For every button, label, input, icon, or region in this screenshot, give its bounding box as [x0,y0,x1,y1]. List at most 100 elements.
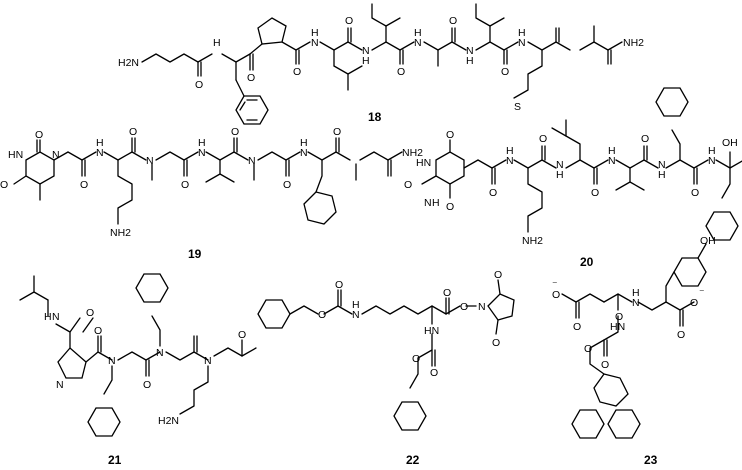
atom-label: H [506,145,514,157]
fluorene-ring [571,409,605,439]
atom-label: O [247,72,255,84]
atom-label: N [108,355,116,367]
atom-label: O [591,187,599,199]
benzene-ring [235,95,269,125]
atom-label: N [556,159,564,171]
barbiturate-ring [435,151,465,185]
atom-label: N [198,147,206,159]
benzene-ring [87,407,121,437]
atom-label: O [539,133,547,145]
atom-label: H [608,145,616,157]
atom-label: O [494,269,502,281]
atom-label: N [311,37,319,49]
atom-label: N [352,309,360,321]
atom-label: NH2 [402,147,423,159]
atom-label: O [143,379,151,391]
atom-label: H [414,27,422,39]
atom-label: O [86,307,94,319]
atom-label: O [615,311,623,323]
atom-label: N [96,147,104,159]
benzene-ring [257,299,291,329]
benzene-ring [655,87,689,117]
atom-label: O [641,133,649,145]
atom-label: HN [424,325,439,337]
atom-label: O [129,126,137,138]
succinimide-ring [487,293,515,321]
atom-label: O [345,15,353,27]
atom-label: O [601,359,609,371]
pyrimidine-ring [25,151,55,185]
atom-label: H [432,197,440,209]
compound-23: OH O ⁻ O H N O O ⁻ O HN O O 23 [552,235,716,467]
atom-label: N [362,45,370,57]
atom-label: N [708,155,716,167]
compound-18: H2N H O O O N H H N O O N H O H N O N H … [118,3,644,125]
compound-label: 22 [406,453,420,467]
atom-label: O [449,15,457,27]
atom-label: N [52,311,60,323]
cyclopentane-ring [257,17,287,45]
atom-label: O [397,66,405,78]
compound-19: O HN N O O H N O N O H N O N O H N NH2 N… [0,126,423,261]
atom-label: H [518,27,526,39]
benzene-ring [705,211,739,241]
atom-label: O [404,179,412,191]
atom-label: NH2 [522,235,543,247]
atom-label: O [584,343,592,355]
compound-label: 21 [108,453,122,467]
atom-label: O [489,187,497,199]
compound-label: 19 [188,247,202,261]
atom-label: N [478,301,486,313]
benzene-ring [393,401,427,431]
compound-label: 18 [368,110,382,124]
atom-label: O [195,79,203,91]
atom-label: ⁻ [699,287,705,299]
pyrrolidine-ring [57,347,87,379]
atom-label: N [632,297,640,309]
benzene-ring [673,257,707,287]
atom-label: O [283,179,291,191]
atom-label: N [300,147,308,159]
atom-label: O [80,179,88,191]
atom-label: N [56,379,64,391]
atom-label: H [632,287,640,299]
atom-label: N [506,155,514,167]
atom-label: N [248,155,256,167]
atom-label: O [231,126,239,138]
atom-label: O [691,187,699,199]
atom-label: N [146,155,154,167]
atom-label: OH [700,235,716,247]
atom-label: NH2 [623,37,644,49]
atom-label: S [514,101,521,113]
atom-label: O [0,179,8,191]
atom-label: O [552,289,560,301]
atom-label: O [293,66,301,78]
atom-label: H [300,137,308,149]
atom-label: H [96,137,104,149]
atom-label: H2N [158,415,179,427]
compound-20: O HN O N H O H N O H N O H N O N H O N H… [404,87,742,269]
atom-label: OH [722,137,738,149]
atom-label: ⁻ [552,279,558,291]
atom-label: O [35,129,43,141]
atom-label: O [573,321,581,333]
benzene-ring [135,273,169,303]
atom-label: H [213,37,221,49]
atom-label: H [362,55,370,67]
atom-label: HN [8,149,23,161]
atom-label: N [424,197,432,209]
atom-label: O [94,325,102,337]
atom-label: HN [416,157,431,169]
atom-label: H [311,27,319,39]
fluorene-ring [593,373,629,407]
atom-label: O [412,353,420,365]
atom-label: H [466,55,474,67]
atom-label: HN [610,321,625,333]
compound-21: H N O N N O N O N O H2N 21 [19,273,257,467]
atom-label: H [198,137,206,149]
atom-label: O [492,337,500,349]
atom-label: N [414,37,422,49]
atom-label: N [466,45,474,57]
atom-label: O [460,301,468,313]
